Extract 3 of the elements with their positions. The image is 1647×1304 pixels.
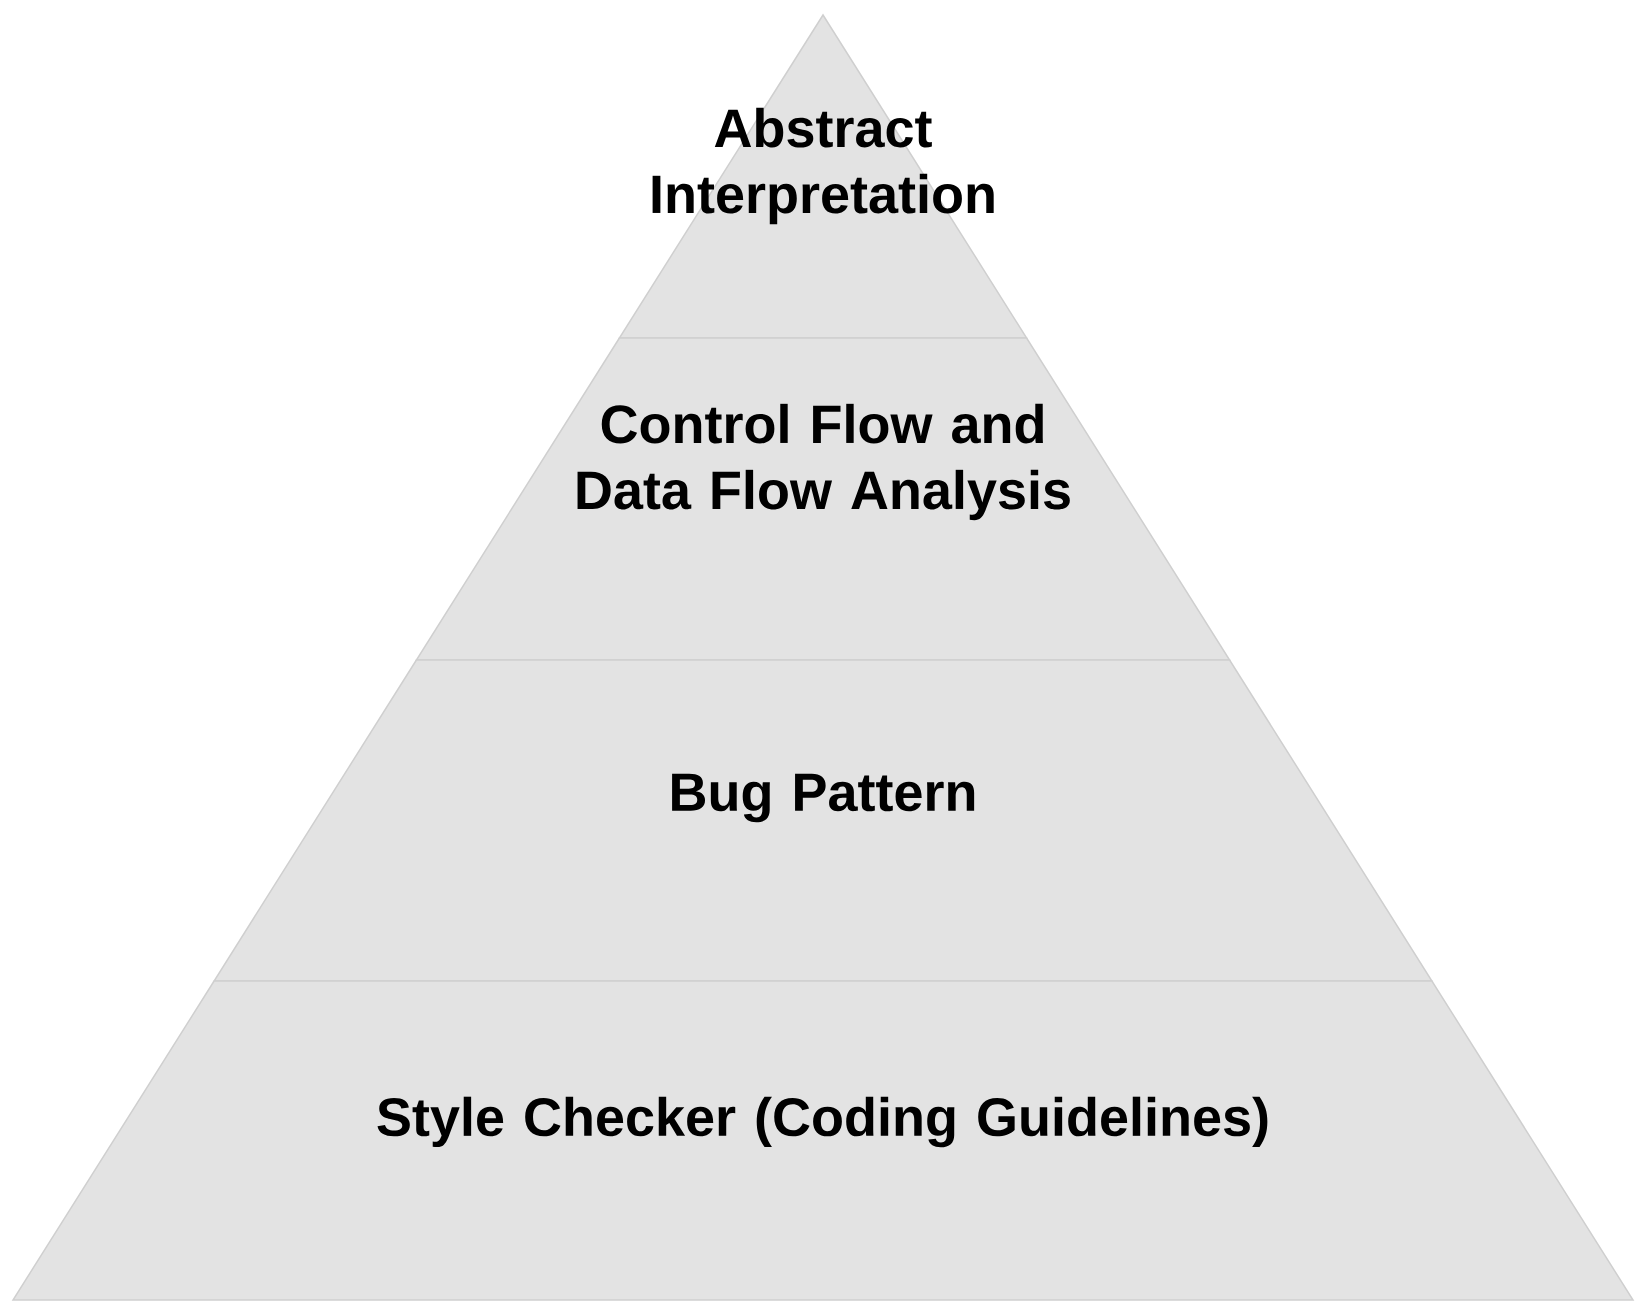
pyramid-tier: Style Checker (Coding Guidelines) — [11, 980, 1635, 1301]
pyramid-tier: Bug Pattern — [212, 659, 1434, 982]
pyramid-tier: Control Flow and Data Flow Analysis — [415, 337, 1231, 661]
